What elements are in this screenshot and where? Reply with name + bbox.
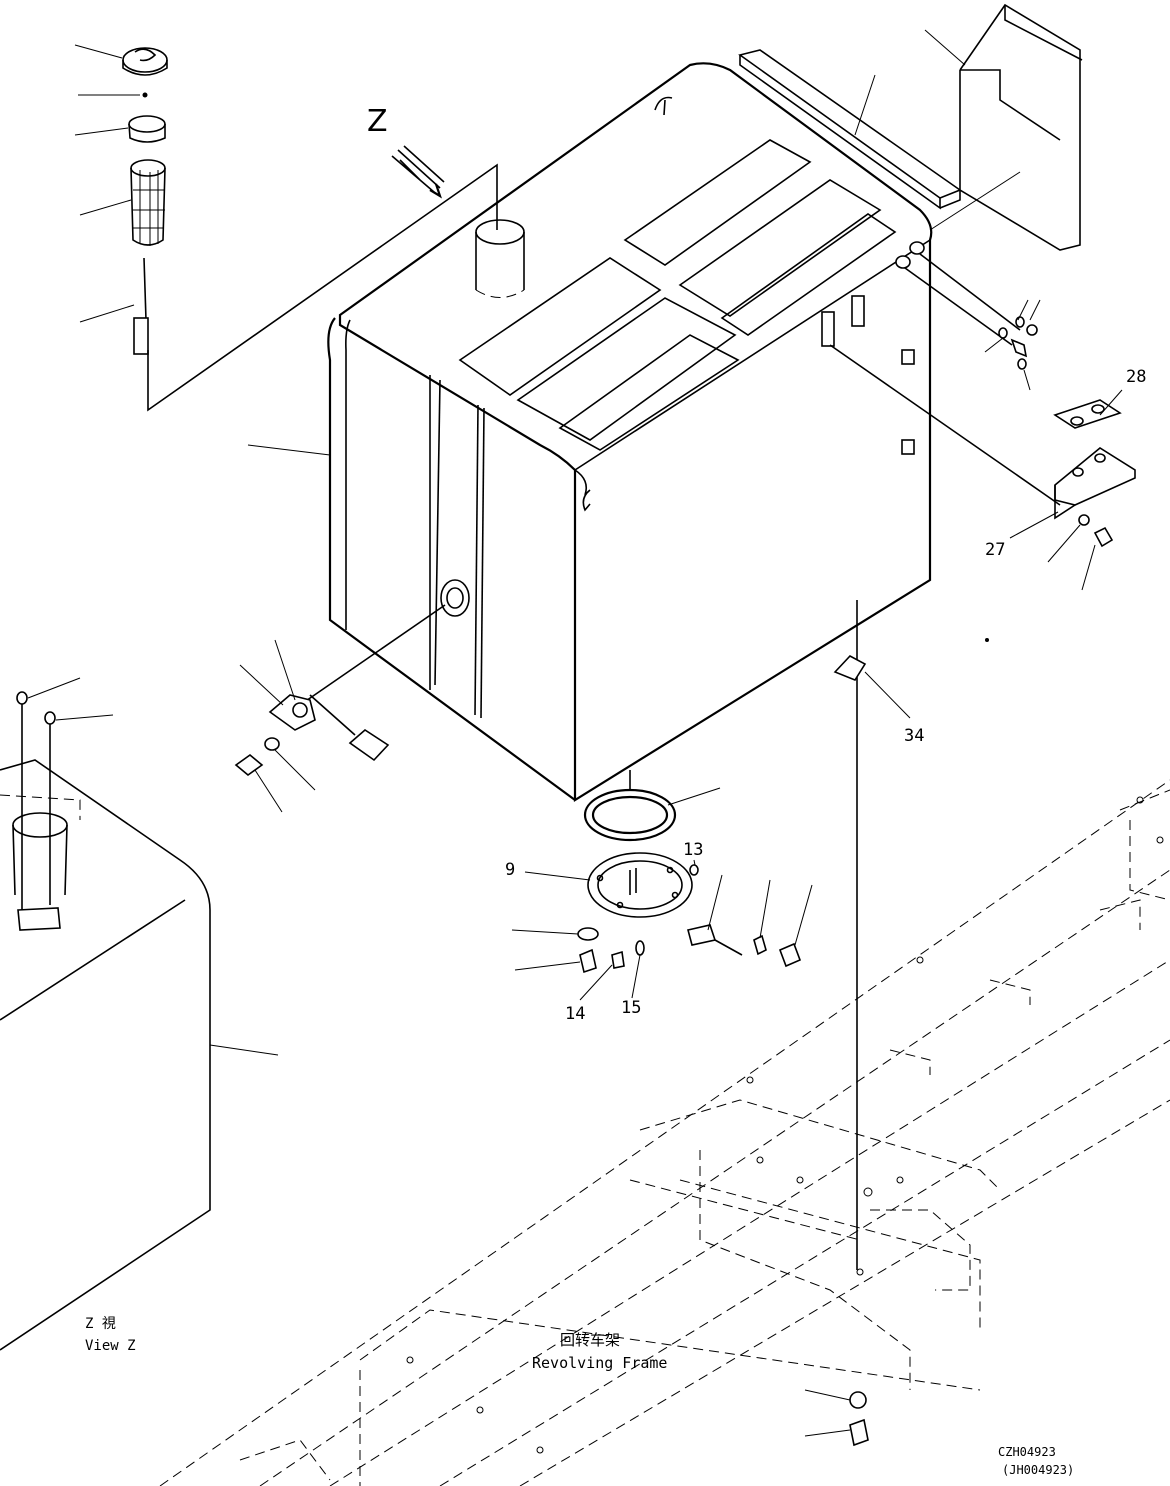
view-z-detail bbox=[0, 691, 211, 1351]
part-number-28: 28 bbox=[1126, 367, 1147, 387]
bottom-bolt bbox=[849, 1391, 869, 1447]
revolving-frame-label-en: Revolving Frame bbox=[532, 1354, 668, 1372]
cover-plate bbox=[959, 3, 1083, 251]
view-direction-arrow bbox=[391, 145, 445, 199]
view-marker-z: Z bbox=[367, 104, 388, 139]
part-number-34: 34 bbox=[904, 726, 925, 746]
revolving-frame-label-cn: 回转车架 bbox=[560, 1331, 621, 1349]
part-number-9: 9 bbox=[505, 860, 516, 880]
part-number-14: 14 bbox=[565, 1004, 586, 1024]
part-number-13: 13 bbox=[683, 840, 704, 860]
drawing-code: CZH04923 bbox=[998, 1445, 1056, 1459]
part-number-15: 15 bbox=[621, 998, 642, 1018]
bracket-27 bbox=[1053, 399, 1136, 548]
top-rail bbox=[738, 49, 962, 210]
drawing-code-alt: (JH004923) bbox=[1002, 1463, 1075, 1477]
clip-34 bbox=[833, 600, 867, 1270]
side-fasteners bbox=[829, 253, 1061, 506]
part-number-27: 27 bbox=[985, 540, 1006, 560]
revolving-frame bbox=[159, 779, 1170, 1486]
hydraulic-tank bbox=[327, 62, 933, 802]
leader-lines bbox=[27, 29, 1123, 1437]
level-gauge bbox=[234, 604, 446, 777]
bottom-flange bbox=[577, 788, 802, 974]
view-z-label-cn: Z 視 bbox=[85, 1316, 116, 1332]
strainer-assembly bbox=[122, 47, 498, 412]
view-z-label-en: View Z bbox=[85, 1338, 136, 1354]
